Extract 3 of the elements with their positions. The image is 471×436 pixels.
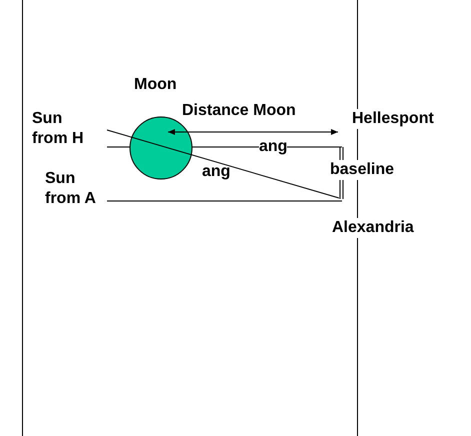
place-label: Hellespont	[352, 109, 434, 129]
baseline-label: baseline	[330, 160, 394, 180]
place-label: Alexandria	[332, 218, 414, 238]
